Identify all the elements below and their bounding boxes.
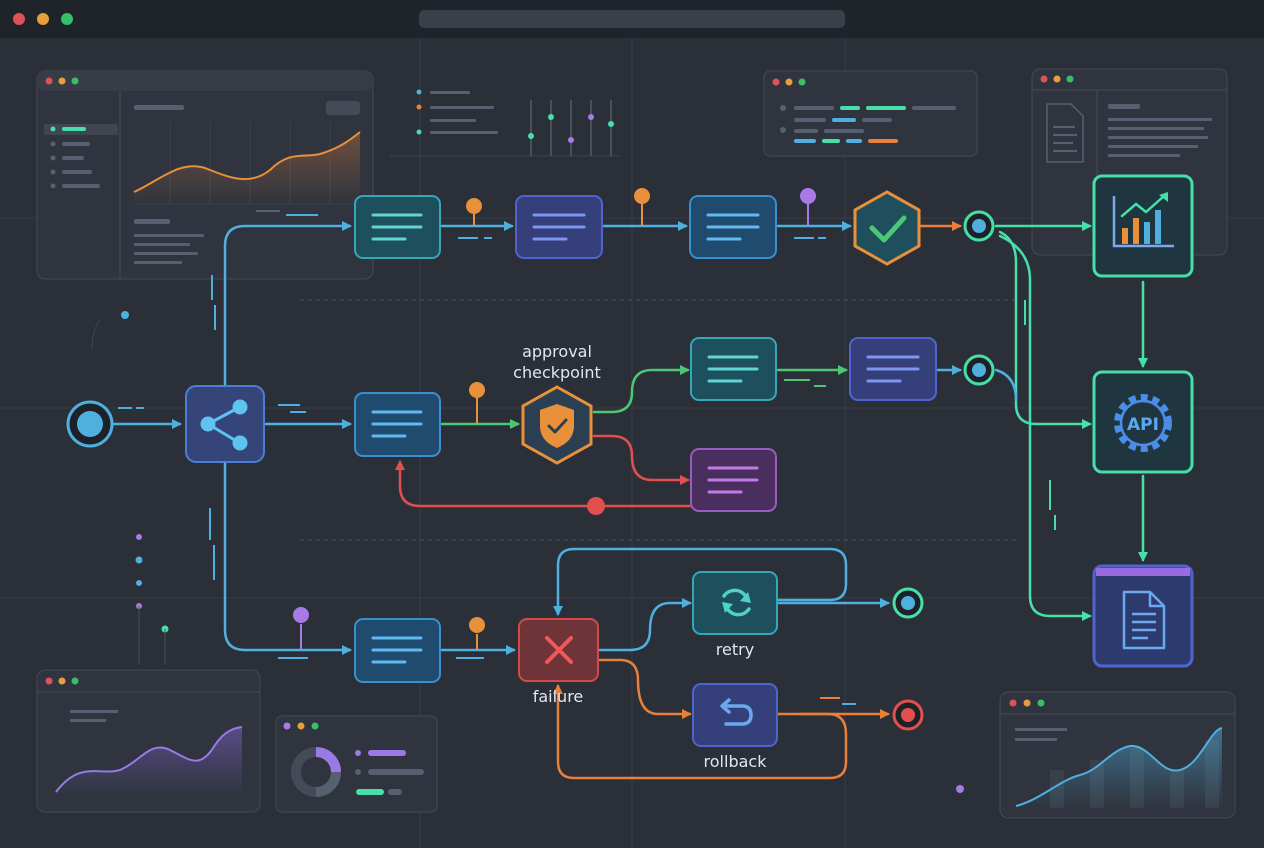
share-fork-icon <box>200 399 248 451</box>
task-node-bottom-1[interactable] <box>354 618 441 683</box>
bar-chart-icon <box>1112 192 1174 248</box>
lines-icon <box>707 466 759 494</box>
edge-failure-to-retry <box>598 598 692 652</box>
lines-icon <box>371 636 423 664</box>
lane-separators <box>300 299 1020 541</box>
check-gate-icon <box>869 215 907 243</box>
edge-pins <box>293 188 816 650</box>
start-node-icon <box>77 411 103 437</box>
retry-node[interactable] <box>692 571 778 635</box>
gear-api-icon: API <box>1114 394 1172 452</box>
code-window-top-right <box>763 70 978 157</box>
edge-failure-to-rollback <box>598 658 692 719</box>
edge-approval-approve <box>592 365 690 414</box>
document-output-node[interactable] <box>1092 564 1194 668</box>
analytics-output-node[interactable] <box>1092 174 1194 278</box>
lines-icon <box>706 213 760 241</box>
chart-window-bottom-right <box>999 691 1236 819</box>
undo-icon <box>720 698 753 726</box>
rollback-label: rollback <box>704 752 768 771</box>
fork-node[interactable] <box>185 385 265 463</box>
minimize-dot[interactable] <box>37 13 49 25</box>
task-node-top-3[interactable] <box>689 195 777 259</box>
donut-window-bottom <box>275 715 438 813</box>
retry-label: retry <box>716 640 754 659</box>
log-panel-top-center <box>390 89 620 157</box>
maximize-dot[interactable] <box>61 13 73 25</box>
end-node-mid[interactable] <box>963 354 995 386</box>
edge-fork-to-bottom <box>223 461 352 655</box>
lines-icon <box>707 355 759 383</box>
end-node-rollback[interactable] <box>892 699 924 731</box>
task-node-top-1[interactable] <box>354 195 441 259</box>
x-icon <box>545 636 573 664</box>
ambient-dots <box>91 311 964 793</box>
task-node-approved-2[interactable] <box>849 337 937 401</box>
end-node-retry[interactable] <box>892 587 924 619</box>
edge-rollback-loop <box>553 684 848 780</box>
rollback-node[interactable] <box>692 683 778 747</box>
edge-approval-reject <box>592 434 690 485</box>
edge-end-to-api <box>998 230 1092 429</box>
edge-end-to-document <box>998 234 1092 621</box>
edge-retry-loop <box>553 547 848 616</box>
edge-mid-end-to-api <box>994 368 1018 402</box>
task-node-mid-1[interactable] <box>354 392 441 457</box>
close-dot[interactable] <box>13 13 25 25</box>
task-node-approved-1[interactable] <box>690 337 777 401</box>
lines-icon <box>866 355 920 383</box>
failure-node[interactable] <box>518 618 599 682</box>
check-gate-node[interactable] <box>853 190 921 266</box>
api-output-node[interactable]: API <box>1092 370 1194 474</box>
approval-label-line1: approval <box>522 342 592 361</box>
start-node[interactable] <box>66 400 114 448</box>
task-node-top-2[interactable] <box>515 195 603 259</box>
api-text: API <box>1127 415 1159 435</box>
lines-icon <box>371 410 423 438</box>
failure-label: failure <box>533 687 584 706</box>
document-icon <box>1122 590 1166 650</box>
connectors <box>111 221 1148 780</box>
address-bar[interactable] <box>419 10 845 28</box>
chart-window-bottom-left <box>36 669 261 813</box>
edge-fork-to-top <box>223 221 352 388</box>
approval-label-line2: checkpoint <box>513 363 601 382</box>
shield-check-icon <box>540 404 574 448</box>
data-streaks <box>118 210 1056 705</box>
lines-icon <box>371 213 423 241</box>
window-titlebar <box>0 0 1264 38</box>
refresh-icon <box>722 588 751 617</box>
edge-reject-loop <box>395 460 692 508</box>
lines-icon <box>532 213 586 241</box>
task-node-rejected[interactable] <box>690 448 777 512</box>
dashboard-window-top-left <box>36 70 374 280</box>
end-node-top[interactable] <box>963 210 995 242</box>
approval-checkpoint-node[interactable] <box>521 385 593 465</box>
